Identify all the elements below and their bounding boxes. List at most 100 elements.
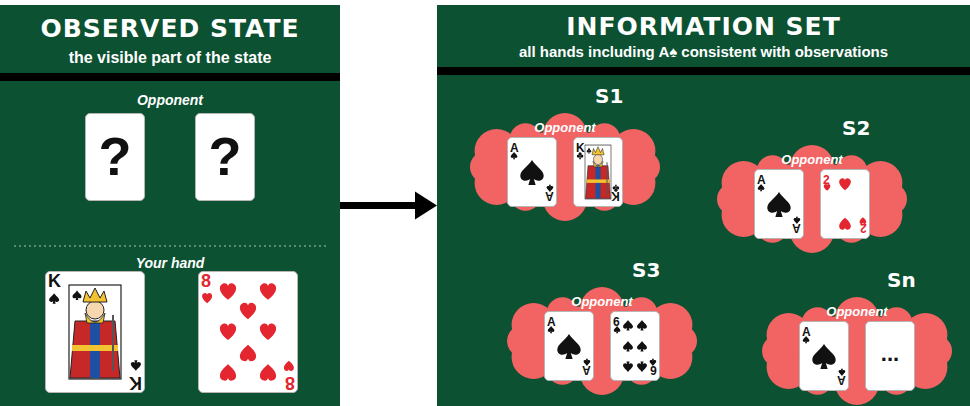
playing-card: ? [195, 113, 255, 201]
panel-title-holder: OBSERVED STATE [0, 15, 340, 44]
hand-cloud: S1OpponentAAKK [465, 113, 665, 213]
card-face [198, 271, 298, 393]
spade-pip [49, 293, 59, 304]
playing-card: AA [507, 137, 557, 207]
king-face [86, 301, 104, 319]
card-index: 8 [285, 372, 295, 392]
playing-card: 88 [198, 271, 298, 393]
face-frame [585, 145, 611, 199]
arrow-shaft [340, 202, 417, 209]
spade-pip [73, 290, 82, 300]
state-label-holder: S3 [632, 259, 660, 282]
spade-pip [767, 192, 790, 217]
spade-pip [520, 160, 543, 185]
row-label: Opponent [826, 305, 887, 320]
club-pip [587, 148, 591, 153]
club-stem [588, 151, 589, 154]
heart-shape [839, 178, 851, 190]
heart-pip [260, 324, 276, 341]
club-lobe [613, 186, 616, 189]
club-lobe [580, 155, 583, 158]
spade-shape [767, 192, 790, 217]
playing-card: ? [85, 113, 145, 201]
state-label-holder: Sn [887, 269, 916, 292]
robe-band [72, 345, 118, 351]
club-lobe [589, 150, 591, 152]
state-label-holder: S2 [842, 117, 870, 140]
state-panel: OBSERVED STATE the visible part of the st… [0, 5, 340, 406]
face-frame [69, 285, 121, 379]
spade-shape [637, 362, 647, 373]
card-ellipsis: ... [881, 341, 899, 366]
heart-pip [839, 218, 851, 230]
spade-shape [49, 293, 59, 304]
hidden-card-mark: ? [99, 124, 132, 189]
state-label: Sn [887, 269, 916, 292]
hand-cloud: S2OpponentAA22 [712, 145, 912, 245]
header-bar [437, 67, 970, 75]
king-figure [69, 285, 121, 379]
hidden-card-mark: ? [209, 124, 242, 189]
heart-shape [202, 293, 212, 303]
row-label-holder: Your hand [0, 254, 340, 272]
playing-card: AA [799, 321, 849, 391]
card-index-holder: A [582, 362, 591, 380]
heart-pip [260, 283, 276, 300]
card-index: A [510, 142, 519, 155]
row-label-holder: Opponent [712, 150, 912, 168]
card-index-holder: 8 [285, 372, 295, 392]
heart-shape [220, 283, 236, 300]
card-index-holder: 6 [650, 362, 657, 380]
heart-pip [839, 178, 851, 190]
spade-shape [131, 360, 141, 371]
spade-shape [623, 320, 633, 331]
row-label: Opponent [534, 121, 595, 136]
row-label: Your hand [136, 255, 205, 271]
card-index: K [129, 372, 142, 392]
spade-pip [812, 344, 835, 369]
spade-shape [557, 334, 580, 359]
card-index: 2 [860, 221, 867, 234]
club-lobe [577, 155, 580, 158]
playing-card: AA [544, 311, 594, 381]
club-lobe [587, 150, 589, 152]
card-index: 8 [201, 272, 211, 292]
state-panel: INFORMATION SETall hands including A♠ co… [437, 5, 970, 406]
card-index: A [792, 221, 801, 234]
spade-pip [623, 341, 633, 352]
heart-pip [202, 293, 212, 303]
card-index-holder: A [837, 372, 846, 390]
panel-subtitle-holder: the visible part of the state [0, 49, 340, 67]
spade-shape [623, 341, 633, 352]
card-index-holder: 2 [860, 220, 867, 238]
king-crown [83, 288, 107, 302]
playing-card: 66 [610, 311, 660, 381]
row-label-holder: Opponent [465, 118, 665, 136]
card-index: A [582, 363, 591, 376]
heart-pip [220, 283, 236, 300]
playing-card: KK [573, 137, 623, 207]
heart-shape [240, 345, 256, 362]
heart-pip [220, 324, 236, 341]
heart-shape [260, 283, 276, 300]
row-label: Opponent [571, 295, 632, 310]
hand-cloud: SnOpponentAA... [757, 297, 957, 397]
hidden-card-mark-holder: ? [196, 124, 254, 189]
panel-title-holder: INFORMATION SET [437, 13, 970, 42]
heart-pip [260, 364, 276, 381]
robe-band [587, 179, 610, 182]
spade-shape [637, 341, 647, 352]
spade-pip [637, 362, 647, 373]
card-index: A [545, 189, 554, 202]
heart-shape [284, 361, 294, 371]
card-index-holder: K [611, 188, 620, 206]
heart-shape [260, 364, 276, 381]
heart-pip [220, 364, 236, 381]
card-index-holder: 8 [201, 272, 211, 292]
card-index-holder: K [129, 372, 142, 392]
king-face [594, 154, 603, 164]
card-index: K [48, 272, 61, 292]
heart-pip [240, 303, 256, 320]
heart-pip [240, 345, 256, 362]
king-sword [607, 162, 608, 194]
